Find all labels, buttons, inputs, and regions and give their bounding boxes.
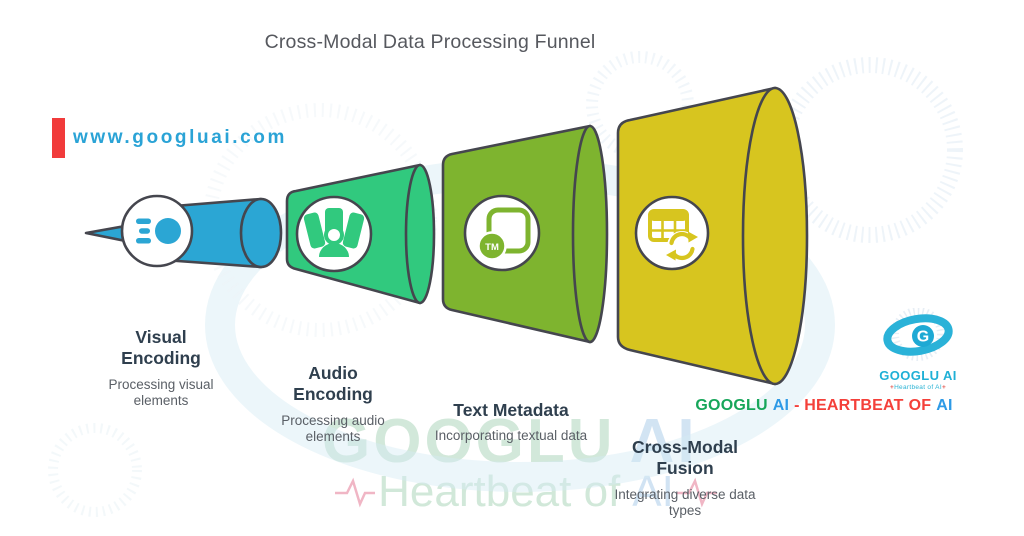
audio-presenter-icon bbox=[303, 208, 365, 257]
logo-letter: G bbox=[917, 329, 929, 346]
brand-logo: G GOOGLU AI +Heartbeat of AI+ bbox=[852, 307, 984, 391]
stage-label-text: Text Metadata Incorporating textual data bbox=[424, 400, 599, 444]
stage-label-visual: Visual Encoding Processing visual elemen… bbox=[86, 327, 236, 409]
background-watermark-tagline: Heartbeat of AI bbox=[296, 467, 756, 517]
stage-description: Integrating diverse data types bbox=[614, 486, 756, 518]
stage-description: Incorporating textual data bbox=[434, 428, 588, 444]
logo-name: GOOGLU AI bbox=[879, 368, 957, 383]
brand-word: AI bbox=[772, 397, 790, 414]
brand-word: GOOGLU bbox=[695, 397, 768, 414]
stage-title: Audio Encoding bbox=[293, 363, 373, 405]
headlight-icon bbox=[136, 218, 181, 244]
stage-title: Visual Encoding bbox=[121, 327, 201, 369]
stage-label-fusion: Cross-Modal Fusion Integrating diverse d… bbox=[609, 437, 761, 519]
logo-tagline: +Heartbeat of AI+ bbox=[889, 384, 947, 391]
brand-word: AI bbox=[936, 397, 953, 414]
brand-word: OF bbox=[908, 397, 932, 414]
site-url-text: www.googluai.com bbox=[73, 127, 288, 148]
stage-description: Processing audio elements bbox=[281, 412, 385, 444]
googlu-cloud-logo-icon: G bbox=[883, 307, 953, 361]
stage-title: Text Metadata bbox=[453, 400, 569, 420]
brand-word: - HEARTBEAT bbox=[794, 397, 904, 414]
tm-label: TM bbox=[485, 242, 499, 253]
stage-description: Processing visual elements bbox=[108, 376, 214, 408]
heartbeat-pulse-icon bbox=[335, 477, 376, 508]
heartbeat-pulse-icon bbox=[676, 477, 717, 508]
trademark-file-icon: TM bbox=[477, 207, 531, 261]
table-sync-icon bbox=[648, 209, 698, 261]
page-title: Cross-Modal Data Processing Funnel bbox=[264, 31, 596, 53]
red-accent-bar bbox=[52, 118, 65, 158]
site-watermark: www.googluai.com bbox=[52, 118, 287, 158]
stage-label-audio: Audio Encoding Processing audio elements bbox=[258, 363, 408, 445]
stage-title: Cross-Modal Fusion bbox=[632, 437, 738, 479]
